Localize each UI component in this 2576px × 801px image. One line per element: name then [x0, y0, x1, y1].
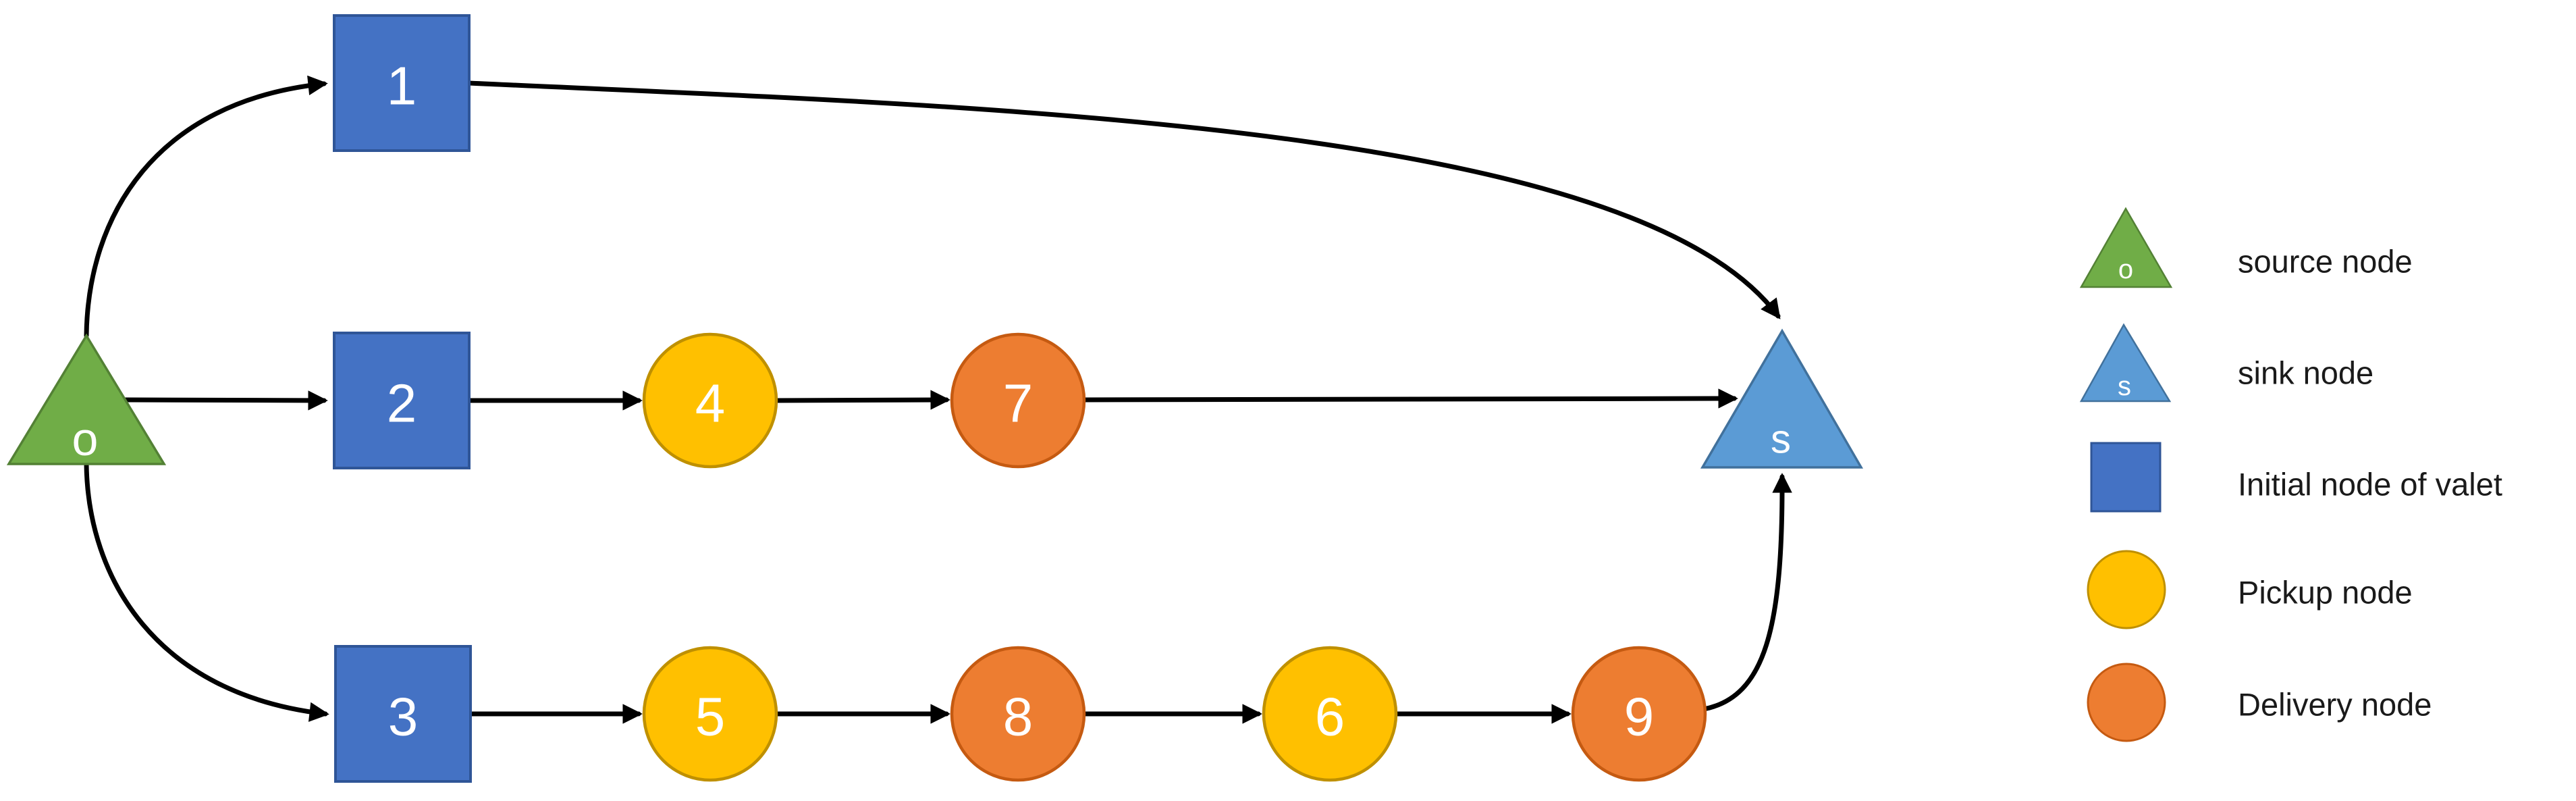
- legend-source-marker-label: o: [2118, 255, 2133, 284]
- legend-label-delivery: Delivery node: [2238, 687, 2432, 723]
- valet-node-1-shape: [333, 14, 471, 152]
- legend-sink-marker-label: s: [2118, 371, 2131, 401]
- delivery-node-7-label: 7: [1003, 373, 1034, 434]
- edge-o-3: [84, 461, 329, 722]
- valet-node-1-label: 1: [387, 56, 417, 116]
- edge-9-s: [1701, 473, 1792, 712]
- legend-label-sink: sink node: [2238, 355, 2373, 391]
- legend-label-source: source node: [2238, 244, 2413, 280]
- legend-delivery-circle-icon: [2087, 663, 2166, 742]
- legend-labels: source node sink node Initial node of va…: [2238, 244, 2502, 723]
- edge-7-s: [1082, 388, 1738, 409]
- delivery-node-7-shape: [950, 332, 1086, 469]
- valet-node-3-shape: [334, 645, 472, 783]
- source-node-label: o: [72, 413, 99, 465]
- legend-label-pickup: Pickup node: [2238, 575, 2413, 611]
- delivery-node-8-label: 8: [1003, 687, 1034, 747]
- sink-node-shape: [1700, 328, 1864, 469]
- legend: o s source node sink node Initial node o…: [2079, 207, 2502, 742]
- pickup-node-6-label: 6: [1315, 687, 1345, 747]
- pickup-node-5-label: 5: [695, 687, 726, 747]
- delivery-node-8-shape: [950, 646, 1086, 782]
- pickup-node-5-shape: [642, 646, 778, 782]
- edges-layer: [84, 75, 1792, 724]
- legend-pickup-circle-icon: [2087, 550, 2166, 629]
- valet-node-2-shape: [333, 332, 471, 469]
- valet-node-3-label: 3: [388, 687, 419, 747]
- valet-node-2-label: 2: [387, 373, 417, 434]
- delivery-node-9-label: 9: [1624, 687, 1655, 747]
- sink-node-label: s: [1771, 417, 1791, 462]
- edge-o-1: [84, 75, 328, 338]
- pickup-node-4-label: 4: [695, 373, 726, 434]
- legend-source-triangle-icon: [2079, 207, 2173, 288]
- legend-sink-triangle-icon: [2079, 323, 2172, 403]
- legend-label-valet: Initial node of valet: [2238, 467, 2502, 502]
- pickup-node-4-shape: [642, 332, 778, 469]
- pickup-node-6-shape: [1262, 646, 1398, 782]
- edge-1-s: [466, 80, 1781, 319]
- nodes-layer: [6, 14, 1864, 783]
- source-node-shape: [6, 333, 167, 465]
- legend-valet-square-icon: [2090, 442, 2162, 513]
- node-labels-layer: o 1 2 3 4 7 5 8 6 9 s: [72, 56, 1791, 747]
- delivery-node-9-shape: [1571, 646, 1707, 782]
